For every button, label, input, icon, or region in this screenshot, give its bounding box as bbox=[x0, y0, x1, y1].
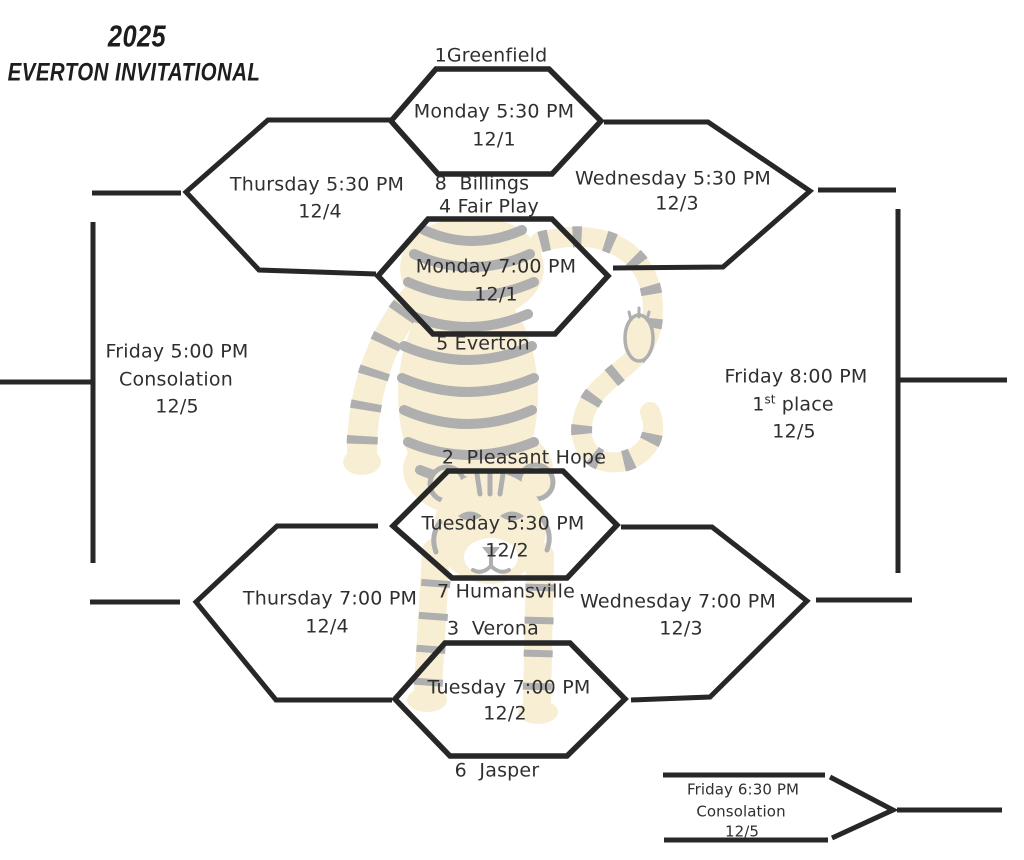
game-tuesday-700-date: 12/2 bbox=[483, 702, 527, 725]
game-friday-consolation-late-time: Friday 6:30 PM bbox=[686, 780, 800, 799]
game-tuesday-530-date: 12/2 bbox=[485, 539, 529, 562]
game-monday-530-date: 12/1 bbox=[472, 128, 516, 151]
game-friday-consolation-late-date: 12/5 bbox=[724, 822, 760, 841]
game-friday-consolation-early-date: 12/5 bbox=[155, 395, 199, 418]
first-place-number: 1 bbox=[752, 393, 765, 416]
bracket-lines bbox=[0, 66, 1007, 843]
line-consolation-late-point bbox=[828, 774, 899, 841]
team-label-pleasant-hope: 2 Pleasant Hope bbox=[441, 446, 607, 469]
game-friday-first-place-date: 12/5 bbox=[772, 420, 816, 443]
team-label-fair-play: 4 Fair Play bbox=[439, 195, 539, 218]
team-label-verona: 3 Verona bbox=[447, 617, 539, 640]
team-label-greenfield: 1Greenfield bbox=[434, 44, 548, 67]
hexagon-game-wednesday-530 bbox=[604, 119, 815, 271]
game-thursday-700-date: 12/4 bbox=[305, 615, 349, 638]
game-friday-consolation-early-label: Consolation bbox=[119, 368, 233, 391]
game-tuesday-530-time: Tuesday 5:30 PM bbox=[421, 512, 585, 535]
game-friday-first-place-label: 1st place bbox=[752, 393, 834, 414]
game-thursday-700-time: Thursday 7:00 PM bbox=[242, 587, 418, 610]
tiger-watermark bbox=[343, 216, 664, 724]
team-label-billings: 8 Billings bbox=[434, 172, 530, 195]
game-wednesday-700-time: Wednesday 7:00 PM bbox=[580, 590, 776, 613]
hexagon-game-wednesday-700 bbox=[621, 524, 811, 703]
hexagon-game-thursday-700 bbox=[192, 523, 392, 703]
game-thursday-530-time: Thursday 5:30 PM bbox=[229, 173, 405, 196]
first-place-word: place bbox=[775, 393, 834, 416]
team-label-humansville: 7 Humansville bbox=[437, 580, 575, 603]
title-name: EVERTON INVITATIONAL bbox=[7, 58, 261, 87]
game-wednesday-530-date: 12/3 bbox=[655, 192, 699, 215]
hexagon-game-thursday-530 bbox=[182, 117, 391, 277]
hexagon-game-monday-700 bbox=[374, 216, 612, 337]
game-friday-consolation-late-label: Consolation bbox=[696, 802, 786, 821]
game-wednesday-700-date: 12/3 bbox=[659, 617, 703, 640]
game-monday-700-time: Monday 7:00 PM bbox=[415, 255, 577, 278]
game-monday-530-time: Monday 5:30 PM bbox=[413, 100, 575, 123]
hexagon-game-tuesday-530 bbox=[388, 468, 621, 581]
game-friday-consolation-early-time: Friday 5:00 PM bbox=[105, 340, 249, 363]
hexagon-game-monday-530 bbox=[387, 66, 605, 177]
hexagon-game-tuesday-700 bbox=[391, 640, 629, 759]
title-year: 2025 bbox=[107, 18, 167, 54]
game-monday-700-date: 12/1 bbox=[474, 283, 518, 306]
game-wednesday-530-time: Wednesday 5:30 PM bbox=[575, 167, 771, 190]
first-place-ordinal: st bbox=[764, 392, 776, 407]
game-tuesday-700-time: Tuesday 7:00 PM bbox=[427, 676, 591, 699]
game-friday-first-place-time: Friday 8:00 PM bbox=[724, 365, 868, 388]
team-label-everton: 5 Everton bbox=[436, 332, 530, 355]
game-thursday-530-date: 12/4 bbox=[298, 200, 342, 223]
team-label-jasper: 6 Jasper bbox=[454, 759, 540, 782]
